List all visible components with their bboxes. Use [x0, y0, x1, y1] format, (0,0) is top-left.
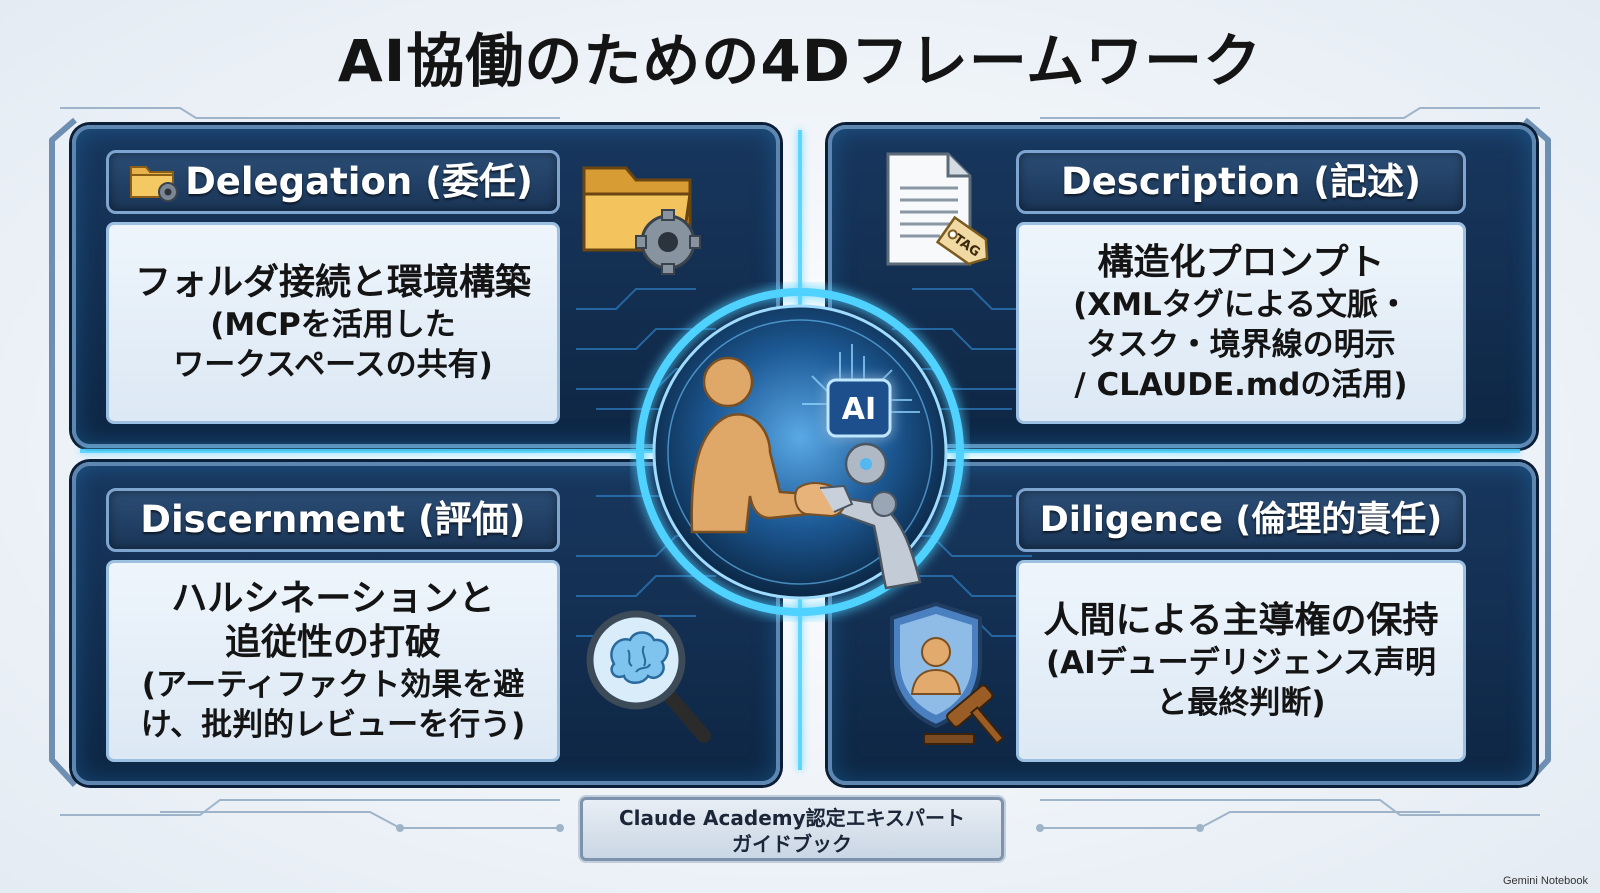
brain-magnifier-icon [578, 600, 718, 750]
discernment-content: ハルシネーションと 追従性の打破 (アーティファクト効果を避 け、批判的レビュー… [106, 560, 560, 762]
ai-chip-label: AI [842, 392, 876, 427]
content-sub-line: (アーティファクト効果を避 [141, 667, 525, 703]
shield-gavel-icon [880, 598, 1015, 748]
folder-gear-icon [578, 150, 708, 275]
watermark: Gemini Notebook [1503, 875, 1588, 887]
header-label: Diligence (倫理的責任) [1039, 500, 1443, 540]
footer-line-2: ガイドブック [732, 832, 852, 856]
center-emblem: AI [630, 282, 970, 622]
content-sub-line: タスク・境界線の明示 [1086, 327, 1396, 363]
footer-line-1: Claude Academy認定エキスパート [618, 806, 966, 830]
content-sub-line: (AIデューデリジェンス声明 [1045, 645, 1437, 681]
content-main: フォルダ接続と環境構築 [134, 262, 531, 303]
header-label: Discernment (評価) [140, 498, 526, 541]
content-main: 人間による主導権の保持 [1043, 600, 1439, 641]
header-label: Description (記述) [1060, 160, 1421, 203]
content-sub-line: (XMLタグによる文脈・ [1073, 287, 1409, 323]
header-label: Delegation (委任) [185, 160, 533, 203]
content-sub-line: け、批判的レビューを行う) [140, 707, 526, 743]
description-header: Description (記述) [1016, 150, 1466, 214]
document-tag-icon: TAG [880, 148, 1000, 278]
delegation-content: フォルダ接続と環境構築 (MCPを活用した ワークスペースの共有) [106, 222, 560, 424]
content-sub-line: / CLAUDE.mdの活用) [1074, 367, 1408, 403]
discernment-header: Discernment (評価) [106, 488, 560, 552]
content-sub-line: (MCPを活用した [210, 307, 456, 343]
content-main: 構造化プロンプト [1097, 242, 1385, 283]
diligence-content: 人間による主導権の保持 (AIデューデリジェンス声明 と最終判断) [1016, 560, 1466, 762]
diligence-header: Diligence (倫理的責任) [1016, 488, 1466, 552]
description-content: 構造化プロンプト (XMLタグによる文脈・ タスク・境界線の明示 / CLAUD… [1016, 222, 1466, 424]
folder-gear-icon [128, 155, 180, 205]
content-main-line: ハルシネーションと [171, 578, 495, 619]
content-sub-line: と最終判断) [1156, 685, 1326, 721]
footer-plate: Claude Academy認定エキスパート ガイドブック [580, 797, 1004, 861]
delegation-header: Delegation (委任) [106, 150, 560, 214]
content-main-line: 追従性の打破 [224, 622, 441, 663]
content-sub-line: ワークスペースの共有) [173, 347, 493, 383]
page-title: AI協働のための4Dフレームワーク [337, 27, 1263, 95]
